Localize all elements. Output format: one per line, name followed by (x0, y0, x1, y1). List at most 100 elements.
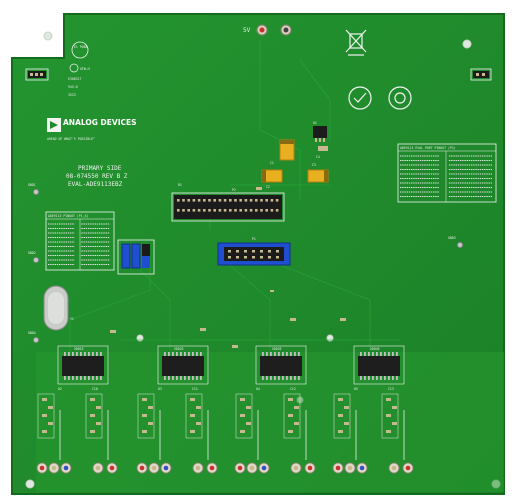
smd-part (142, 398, 147, 401)
ic-pin (88, 376, 90, 380)
terminal-center (293, 465, 299, 471)
ic-pin (196, 376, 198, 380)
silk-outline (381, 393, 399, 439)
board-name: EVAL-ADE9113EBZ (68, 181, 123, 188)
header-pin (197, 209, 201, 212)
header-pin (203, 199, 206, 202)
gnd-testpoints[interactable] (33, 189, 463, 343)
terminal-center (347, 465, 353, 471)
ic-pin (262, 352, 264, 356)
terminal-center (359, 465, 365, 471)
ic-pin (96, 352, 98, 356)
smd-part (42, 398, 47, 401)
ic-pin (92, 376, 94, 380)
silk-outline (235, 393, 253, 439)
channel-vdd-label: VDD2E (174, 347, 184, 351)
ic-pin (96, 376, 98, 380)
ic-pin (278, 376, 280, 380)
smd-part (48, 406, 53, 409)
terminal-center (335, 465, 341, 471)
smd-part (148, 422, 153, 425)
header-pin (213, 209, 216, 212)
header-pin (223, 209, 227, 212)
ic-pin (192, 352, 194, 356)
ribbon-connector[interactable] (217, 242, 291, 266)
silk-outline (333, 393, 351, 439)
header-pin (244, 209, 248, 212)
ribbon-pins (228, 250, 279, 259)
ul-marks: GFW-H E306317 94V-0 3523 (68, 63, 90, 97)
ic-pin (180, 376, 182, 380)
terminal-center (163, 465, 169, 471)
ic-pin (164, 352, 166, 356)
power-terminal[interactable] (256, 24, 292, 36)
ic-pin (372, 376, 374, 380)
header-pin (229, 199, 232, 202)
rohs-symbol (348, 86, 372, 110)
header-pin (234, 209, 237, 212)
ic-pin (376, 376, 378, 380)
ic-pin (372, 352, 374, 356)
ic-pin (396, 352, 398, 356)
smd-part (142, 414, 147, 417)
ic-pin (364, 352, 366, 356)
terminal-center (249, 465, 255, 471)
smd-part (42, 430, 47, 433)
ic-pin (196, 352, 198, 356)
ribbon-pin (228, 250, 231, 253)
header-pin (239, 209, 242, 212)
smd-part (294, 406, 299, 409)
ic-pin (68, 376, 70, 380)
board-side: PRIMARY SIDE (78, 165, 122, 172)
header-pin (270, 199, 274, 202)
header-pin (187, 209, 190, 212)
silk-outline (137, 393, 155, 439)
ic-pin (192, 376, 194, 380)
jumper-header-left[interactable] (25, 68, 49, 81)
channel-vdd-label: VDD4E (370, 347, 380, 351)
smd-part (344, 422, 349, 425)
svg-text:ANALOG DEVICES: ANALOG DEVICES (63, 118, 137, 127)
gnd2-label: GND2 (28, 251, 36, 255)
channel-cap-label: C11 (192, 387, 198, 391)
ribbon-label: P1 (252, 237, 256, 241)
ribbon-pin (268, 256, 271, 259)
smd-part (190, 430, 195, 433)
smd-part (344, 406, 349, 409)
ic-pin (72, 352, 74, 356)
lot-circle (71, 41, 89, 59)
svg-text:U1: U1 (313, 121, 317, 125)
header-pin (182, 199, 185, 202)
header-pin (177, 199, 180, 202)
ribbon-pin (276, 256, 279, 259)
eval-port-header[interactable] (171, 192, 285, 222)
channel-outline (353, 345, 405, 385)
ic-pin (392, 352, 394, 356)
terminal-center (405, 465, 411, 471)
header-pins (177, 199, 279, 212)
channel-cap-label: C10 (92, 387, 98, 391)
channel-ic-label: U3 (158, 387, 162, 391)
ic-pin (176, 376, 178, 380)
ribbon-pin (260, 256, 263, 259)
ribbon-pin (276, 250, 279, 253)
terminal-center (39, 465, 45, 471)
jumper-header-right[interactable] (470, 68, 492, 81)
channel-ic-label: U5 (354, 387, 358, 391)
ic-pin (380, 352, 382, 356)
ic-pin (294, 376, 296, 380)
header-pin (265, 209, 268, 212)
channel-outline (57, 345, 109, 385)
header-pin (177, 209, 180, 212)
header-pin (270, 209, 274, 212)
ribbon-pin (260, 250, 263, 253)
header-pin (187, 199, 190, 202)
ic-pin (168, 376, 170, 380)
ic-pin (188, 376, 190, 380)
header-pin (249, 209, 253, 212)
svg-text:3523: 3523 (68, 93, 76, 97)
smd-part (190, 398, 195, 401)
ic-pin (270, 352, 272, 356)
blue-jumper-block[interactable] (117, 239, 155, 275)
